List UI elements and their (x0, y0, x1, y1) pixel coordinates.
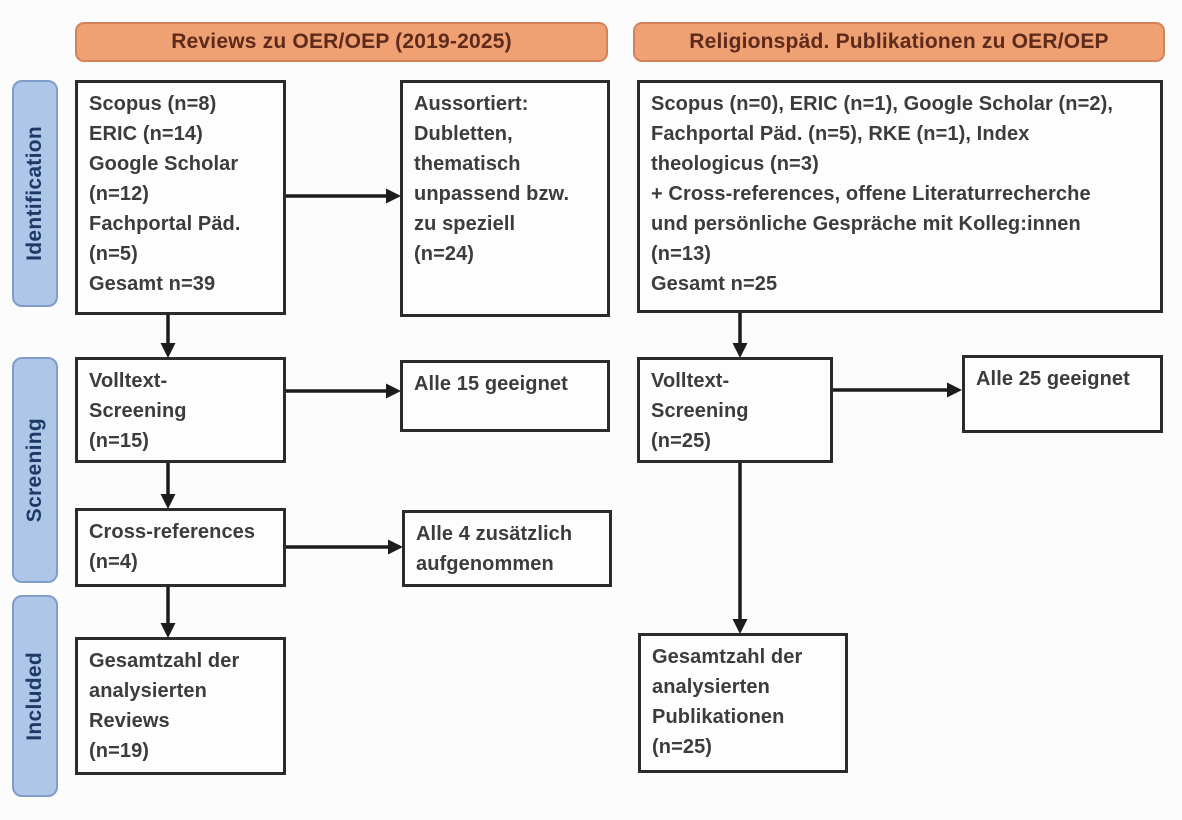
stage-label-identification-text: Identification (23, 126, 46, 261)
header-religionspaed-publikationen: Religionspäd. Publikationen zu OER/OEP (633, 22, 1165, 62)
box-left-fulltext-screening: Volltext- Screening (n=15) (75, 357, 286, 463)
box-right-identification-sources: Scopus (n=0), ERIC (n=1), Google Scholar… (637, 80, 1163, 313)
box-right-included-total: Gesamtzahl der analysierten Publikatione… (638, 633, 848, 773)
box-left-excluded: Aussortiert: Dubletten, thematisch unpas… (400, 80, 610, 317)
box-right-fulltext-result: Alle 25 geeignet (962, 355, 1163, 433)
box-left-identification-sources: Scopus (n=8) ERIC (n=14) Google Scholar … (75, 80, 286, 315)
box-right-fulltext-screening: Volltext- Screening (n=25) (637, 357, 833, 463)
stage-label-included: Included (12, 595, 58, 797)
stage-label-screening-text: Screening (23, 417, 46, 523)
box-left-fulltext-result: Alle 15 geeignet (400, 360, 610, 432)
box-left-cross-references-result: Alle 4 zusätzlich aufgenommen (402, 510, 612, 587)
header-reviews: Reviews zu OER/OEP (2019-2025) (75, 22, 608, 62)
stage-label-included-text: Included (23, 651, 46, 741)
stage-label-screening: Screening (12, 357, 58, 583)
stage-label-identification: Identification (12, 80, 58, 307)
box-left-cross-references: Cross-references (n=4) (75, 508, 286, 587)
box-left-included-total: Gesamtzahl der analysierten Reviews (n=1… (75, 637, 286, 775)
